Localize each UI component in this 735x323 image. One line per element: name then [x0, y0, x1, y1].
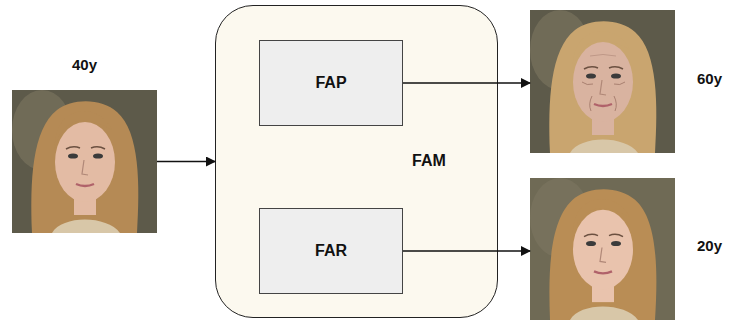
- node-label: 60y: [697, 70, 722, 87]
- panel-label-holder: FAM: [412, 152, 446, 170]
- node-label: 20y: [697, 237, 722, 254]
- node-label: FAP: [315, 74, 346, 92]
- face-photo: 20y: [530, 178, 675, 320]
- age-label-holder: 40y: [12, 56, 157, 74]
- process-box: FAR: [259, 208, 403, 294]
- arrow-connector: [157, 161, 215, 163]
- age-label-holder: 60y: [697, 70, 722, 88]
- module-panel: FAM FAP FAR: [215, 5, 498, 318]
- process-box: FAP: [259, 40, 403, 126]
- node-label: FAR: [315, 242, 347, 260]
- face-photo: 60y: [530, 10, 675, 153]
- node-label: FAM: [412, 152, 446, 169]
- node-label: 40y: [72, 56, 97, 73]
- age-label-holder: 20y: [697, 237, 722, 255]
- face-photo: 40y: [12, 90, 157, 233]
